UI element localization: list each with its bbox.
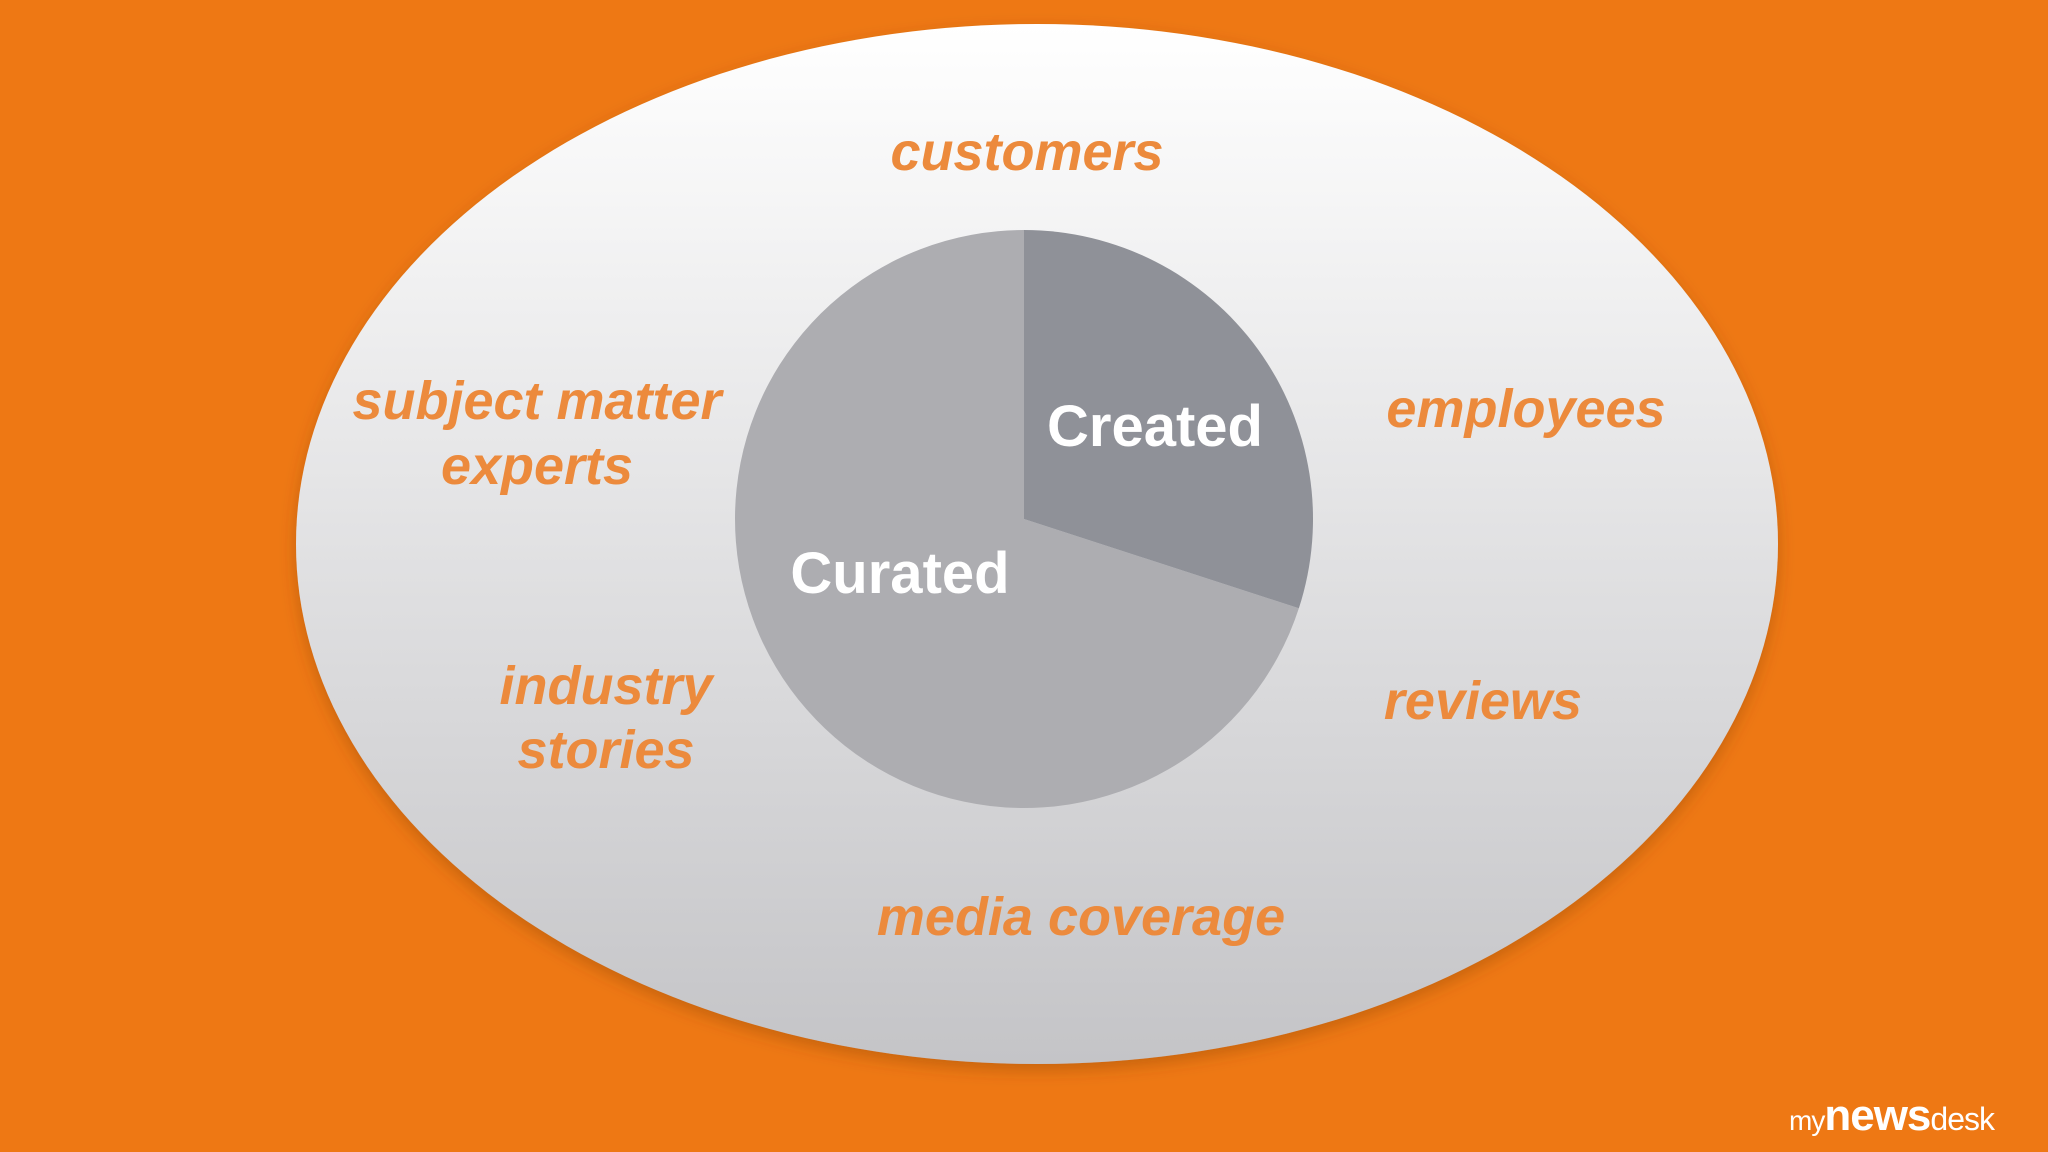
pie-label-curated: Curated bbox=[790, 541, 1009, 606]
logo-desk-text: desk bbox=[1930, 1101, 1995, 1137]
label-subject-matter: subject matter bbox=[352, 371, 724, 431]
label-industry: industry bbox=[499, 656, 715, 716]
label-stories: stories bbox=[517, 720, 694, 780]
pie-slice-created bbox=[1024, 230, 1314, 609]
label-employees: employees bbox=[1386, 379, 1665, 439]
mynewsdesk-logo: my news desk bbox=[1789, 1091, 1995, 1140]
pie-label-created: Created bbox=[1047, 394, 1263, 459]
logo-my-text: my bbox=[1789, 1105, 1825, 1136]
label-customers: customers bbox=[890, 122, 1163, 182]
pie-chart bbox=[735, 230, 1314, 809]
label-experts: experts bbox=[441, 436, 633, 496]
pie-slice-curated bbox=[735, 230, 1299, 809]
label-reviews: reviews bbox=[1384, 671, 1582, 731]
label-media-coverage: media coverage bbox=[877, 887, 1285, 947]
logo-news-text: news bbox=[1824, 1091, 1931, 1140]
